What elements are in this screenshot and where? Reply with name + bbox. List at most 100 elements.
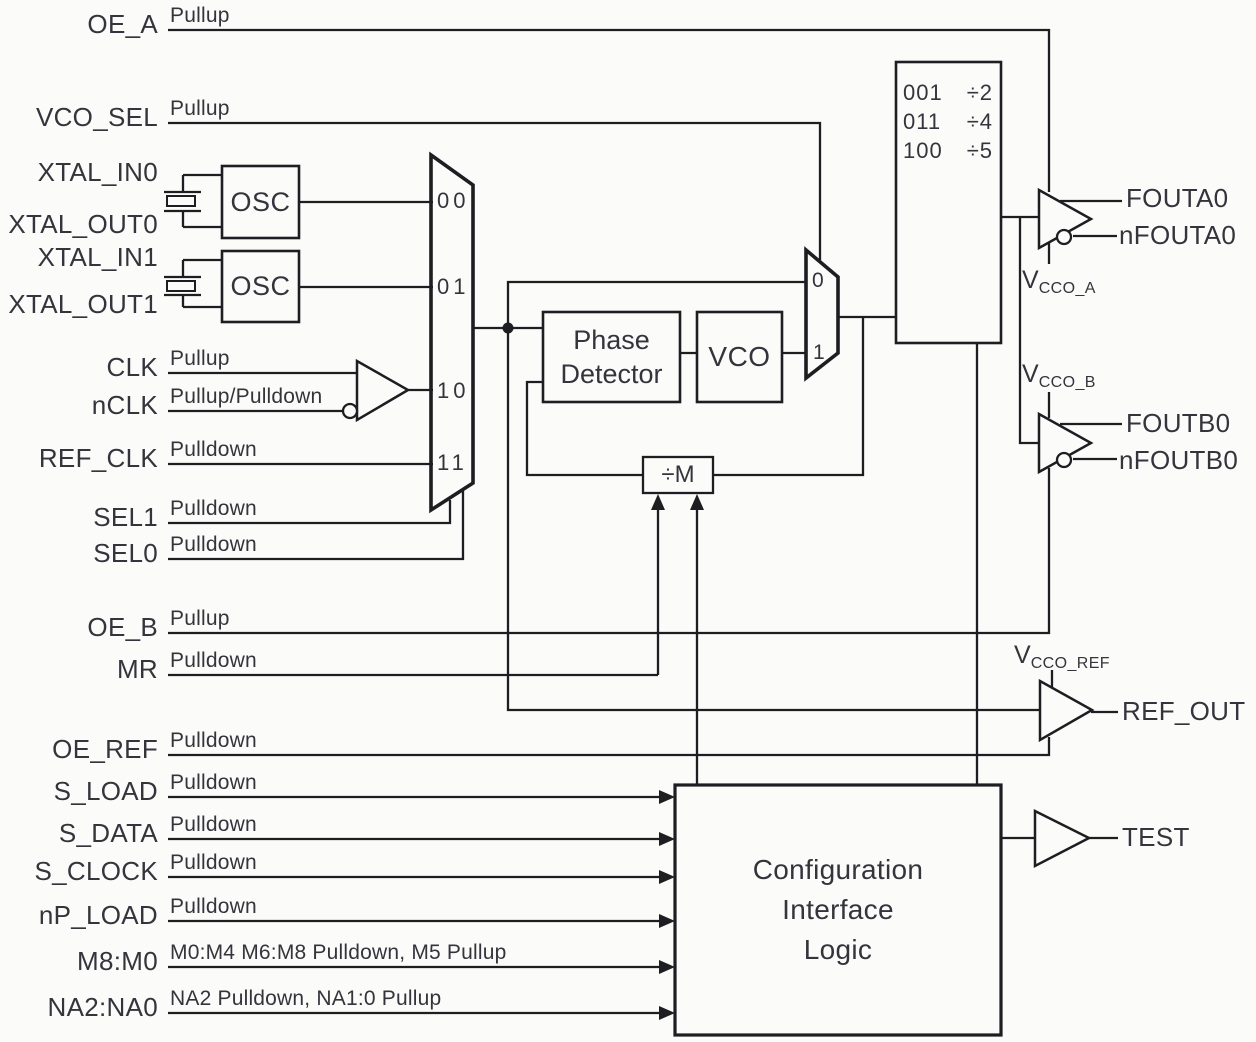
divider-code: 100	[903, 138, 943, 163]
pin-label-ref-clk: REF_CLK	[38, 443, 158, 473]
bypass-mux-input-1: 1	[813, 341, 825, 364]
bypass-mux	[804, 246, 840, 382]
wire-xtal0	[181, 173, 223, 229]
supply-subscript: CCO_A	[1038, 280, 1096, 297]
arrowhead-m8-m0	[659, 960, 675, 974]
nclk-invert-bubble	[341, 402, 359, 420]
clk-input-buffer	[355, 358, 411, 423]
divider-table-row: 100 ÷5	[903, 138, 993, 164]
vco-label: VCO	[708, 341, 771, 372]
wire-bypass-and-ref	[506, 280, 1040, 712]
mux-input-10: 10	[437, 378, 470, 403]
arrowhead-na2-na0	[659, 1006, 675, 1020]
pin-label-na2-na0: NA2:NA0	[47, 992, 158, 1022]
junction-dot	[502, 322, 514, 334]
phase-detector-line1: Phase	[573, 325, 650, 355]
wire-sel1	[168, 500, 452, 525]
pull-annotation-sel0: Pulldown	[170, 533, 257, 556]
supply-label-vcco-b: VCCO_B	[1022, 360, 1096, 392]
pin-label-vco-sel: VCO_SEL	[35, 102, 158, 132]
pin-label-s-data: S_DATA	[58, 818, 158, 848]
supply-subscript: CCO_B	[1038, 374, 1096, 391]
wire-feedback-tap	[713, 317, 865, 477]
supply-base: V	[1014, 641, 1031, 669]
supply-subscript: CCO_REF	[1030, 655, 1110, 672]
divider-code: 011	[903, 109, 942, 134]
osc1-box	[220, 249, 301, 324]
test-buffer	[1033, 808, 1092, 869]
pin-label-fouta0: FOUTA0	[1126, 183, 1229, 213]
pin-label-np-load: nP_LOAD	[38, 900, 158, 930]
mux-input-00: 00	[437, 188, 470, 213]
wire-oe-b	[168, 468, 1051, 635]
divider-ratio: ÷5	[966, 138, 993, 163]
divider-code: 001	[903, 80, 943, 105]
crystal1-icon	[164, 275, 201, 297]
pull-annotation-na2-na0: NA2 Pulldown, NA1:0 Pullup	[170, 987, 442, 1010]
wire-feedback-return	[525, 380, 643, 477]
divider-table-row: 001 ÷2	[903, 80, 993, 106]
pin-label-s-load: S_LOAD	[53, 776, 158, 806]
pin-label-oe-b: OE_B	[87, 612, 158, 642]
wire-xtal1	[181, 258, 223, 309]
pull-annotation-s-load: Pulldown	[170, 771, 257, 794]
config-logic-line1: Configuration	[752, 854, 924, 885]
mux-input-11: 11	[437, 450, 468, 475]
phase-detector-box	[541, 310, 682, 404]
pin-label-mr: MR	[116, 654, 158, 684]
pull-annotation-ref-clk: Pulldown	[170, 438, 257, 461]
config-logic-label: Configuration Interface Logic	[675, 785, 1001, 1042]
arrowhead-np-load	[659, 914, 675, 928]
wires	[168, 28, 1122, 1015]
arrowhead-mr-mdiv	[651, 494, 665, 510]
pin-label-oe-ref: OE_REF	[52, 734, 158, 764]
pin-label-oe-a: OE_A	[87, 9, 158, 39]
pin-label-nfouta0: nFOUTA0	[1119, 220, 1237, 250]
config-logic-line3: Logic	[803, 934, 873, 965]
phase-detector-label: Phase Detector	[543, 312, 680, 408]
pin-label-m8-m0: M8:M0	[77, 946, 158, 976]
vco-box	[695, 310, 784, 404]
pull-annotation-clk: Pullup	[170, 347, 230, 370]
osc0-label: OSC	[230, 186, 291, 217]
crystal0-icon	[164, 190, 201, 213]
arrowhead-s-data	[659, 832, 675, 846]
supply-base: V	[1022, 266, 1039, 294]
wire-mr	[168, 502, 660, 677]
mux-input-01: 01	[437, 274, 470, 299]
config-logic-line2: Interface	[782, 894, 894, 925]
nfoutb-invert-bubble	[1055, 451, 1073, 469]
pin-label-nclk: nCLK	[91, 390, 158, 420]
pin-label-xtal-out1: XTAL_OUT1	[8, 289, 158, 319]
pin-label-clk: CLK	[106, 352, 158, 382]
pull-annotation-s-data: Pulldown	[170, 813, 257, 836]
wire-vco-sel	[168, 121, 822, 262]
ref-out-buffer	[1038, 678, 1095, 743]
wire-foutb	[1060, 422, 1122, 461]
pin-label-test: TEST	[1122, 822, 1190, 852]
pull-annotation-np-load: Pulldown	[170, 895, 257, 918]
pull-annotation-nclk: Pullup/Pulldown	[170, 385, 323, 408]
wire-oe-ref	[168, 737, 1051, 757]
pin-label-xtal-out0: XTAL_OUT0	[8, 209, 158, 239]
pin-label-s-clock: S_CLOCK	[34, 856, 158, 886]
divider-ratio: ÷4	[966, 109, 993, 134]
supply-base: V	[1022, 360, 1039, 388]
arrowhead-config-mdiv	[690, 494, 704, 510]
wire-div-out-b	[1018, 217, 1039, 445]
input-mux	[429, 151, 475, 514]
pull-annotation-oe-a: Pullup	[170, 4, 230, 27]
arrowhead-s-clock	[659, 870, 675, 884]
pin-label-sel1: SEL1	[93, 502, 158, 532]
wire-oe-a	[168, 28, 1051, 192]
m-divider-box	[641, 455, 715, 495]
pull-annotation-oe-ref: Pulldown	[170, 729, 257, 752]
config-logic-box	[673, 783, 1003, 1037]
pin-label-nfoutb0: nFOUTB0	[1119, 445, 1239, 475]
pin-label-foutb0: FOUTB0	[1126, 408, 1231, 438]
wire-sel0	[168, 491, 465, 561]
pull-annotation-sel1: Pulldown	[170, 497, 257, 520]
connectors	[502, 322, 704, 1020]
